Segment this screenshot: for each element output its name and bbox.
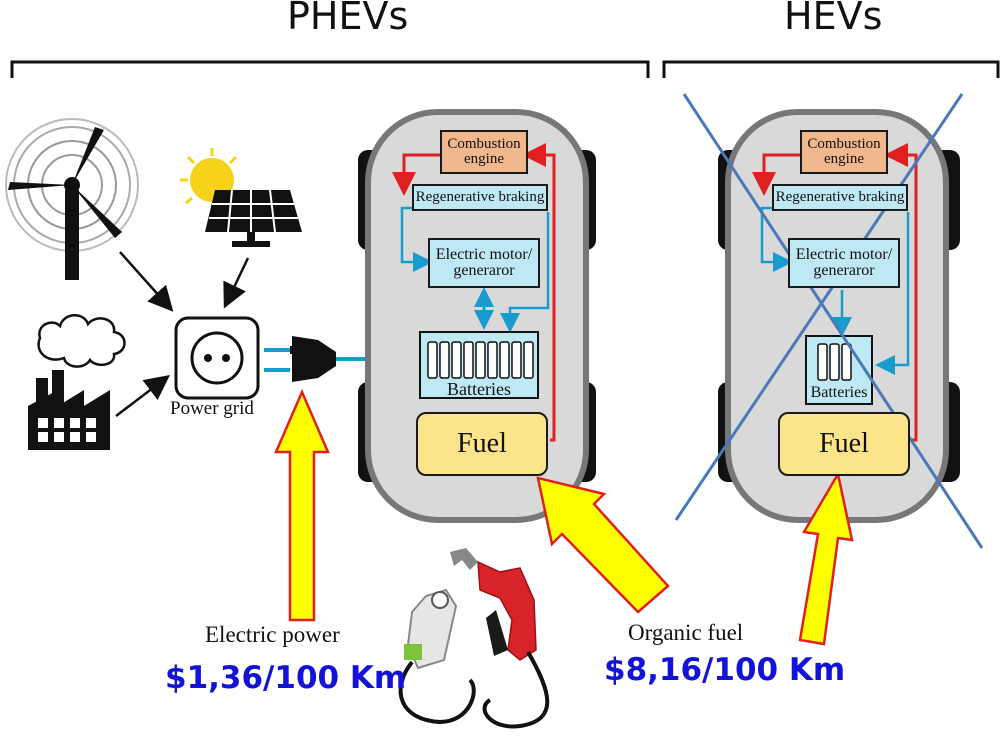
- hev-batteries-label: Batteries: [810, 384, 868, 401]
- solar-panel-icon: [205, 189, 302, 247]
- hev-regenerative-braking: Regenerative braking: [772, 184, 908, 211]
- electric-highlight-arrow: [274, 388, 330, 622]
- hev-combustion-engine: Combustion engine: [800, 130, 888, 174]
- phevs-header: PHEVs: [287, 0, 409, 38]
- phevs-bracket: [10, 60, 650, 78]
- wind-turbine-icon: [5, 118, 139, 280]
- electric-power-label: Electric power: [205, 622, 340, 647]
- source-arrows: [115, 251, 250, 417]
- fuel-nozzle-icon: [450, 548, 550, 729]
- factory-icon: [28, 314, 126, 450]
- hev-fuel-tank: Fuel: [778, 412, 910, 476]
- hevs-bracket: [662, 60, 1000, 78]
- hev-cross-out: [674, 93, 984, 549]
- power-grid-label: Power grid: [170, 398, 254, 419]
- ev-charger-icon: [398, 588, 476, 725]
- phev-combustion-engine: Combustion engine: [440, 130, 528, 174]
- phev-batteries-label: Batteries: [447, 379, 511, 399]
- organic-cost: $8,16/100 Km: [604, 652, 846, 688]
- organic-fuel-label: Organic fuel: [628, 620, 744, 645]
- phev-regenerative-braking: Regenerative braking: [412, 184, 548, 211]
- phev-electric-motor: Electric motor/ generaror: [428, 238, 540, 288]
- hevs-header: HEVs: [784, 0, 883, 38]
- organic-highlight-arrow: [536, 476, 670, 614]
- hev-electric-motor: Electric motor/ generaror: [788, 238, 900, 288]
- electricity-flow-lines: [264, 348, 290, 372]
- phev-fuel-tank: Fuel: [416, 412, 548, 476]
- hev-highlight-arrow: [798, 470, 854, 646]
- power-outlet-icon: [174, 316, 260, 400]
- electric-cost: $1,36/100 Km: [165, 660, 407, 696]
